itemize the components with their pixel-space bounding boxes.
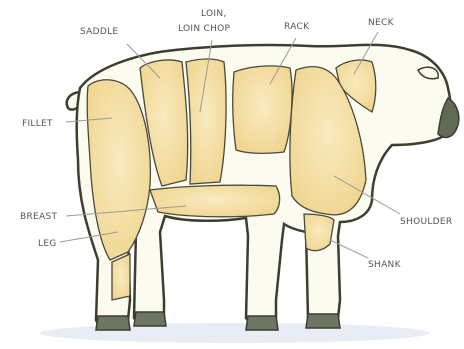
hoof-back-left xyxy=(96,316,130,330)
cut-shank xyxy=(304,214,334,251)
label-fillet: FILLET xyxy=(22,119,53,129)
hoof-front-left xyxy=(246,316,278,330)
label-shank: SHANK xyxy=(368,260,402,270)
label-neck: NECK xyxy=(368,18,395,28)
cut-leg-lower xyxy=(112,254,130,300)
label-leg: LEG xyxy=(38,239,57,249)
label-rack: RACK xyxy=(284,22,310,32)
label-loin-line2: LOIN CHOP xyxy=(178,24,231,34)
label-loin-line1: LOIN, xyxy=(201,9,227,19)
label-saddle: SADDLE xyxy=(80,27,118,37)
hoof-back-right xyxy=(134,312,166,326)
hoof-front-right xyxy=(306,314,340,328)
cut-rack xyxy=(233,66,292,153)
cut-breast xyxy=(150,185,280,217)
label-shoulder: SHOULDER xyxy=(400,217,452,227)
label-breast: BREAST xyxy=(20,212,57,222)
